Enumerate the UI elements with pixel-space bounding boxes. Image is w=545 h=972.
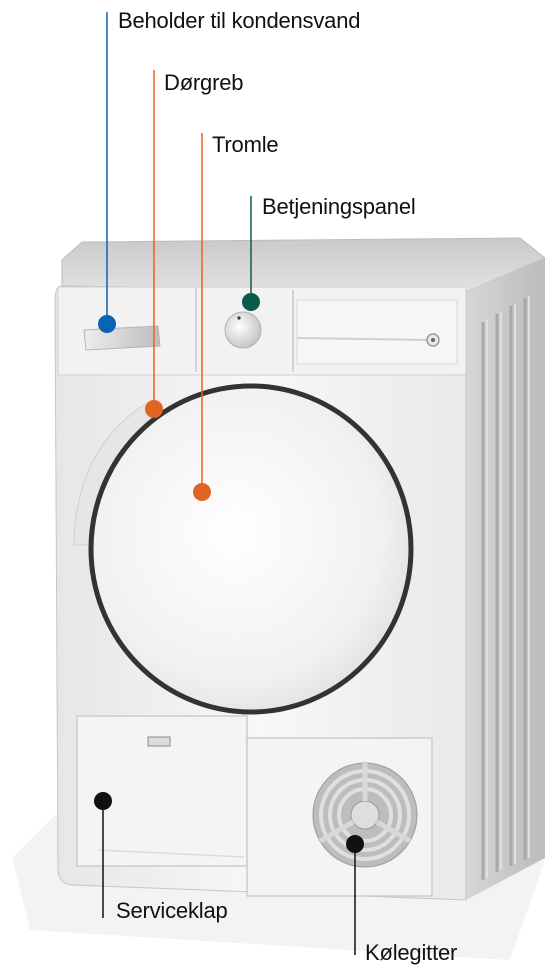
label-control-panel: Betjeningspanel — [262, 194, 416, 220]
top-panel — [62, 238, 545, 292]
side-panel — [466, 258, 545, 900]
display-window — [297, 300, 457, 364]
label-door-handle: Dørgreb — [164, 70, 243, 96]
label-cooling-grille: Kølegitter — [365, 940, 457, 966]
container-handle[interactable] — [84, 326, 160, 350]
program-knob[interactable] — [225, 312, 261, 348]
cooling-grille — [313, 763, 417, 867]
label-container: Beholder til kondensvand — [118, 8, 360, 34]
label-service-hatch: Serviceklap — [116, 898, 228, 924]
label-drum: Tromle — [212, 132, 278, 158]
door[interactable] — [91, 386, 411, 712]
hatch-latch[interactable] — [148, 737, 170, 746]
